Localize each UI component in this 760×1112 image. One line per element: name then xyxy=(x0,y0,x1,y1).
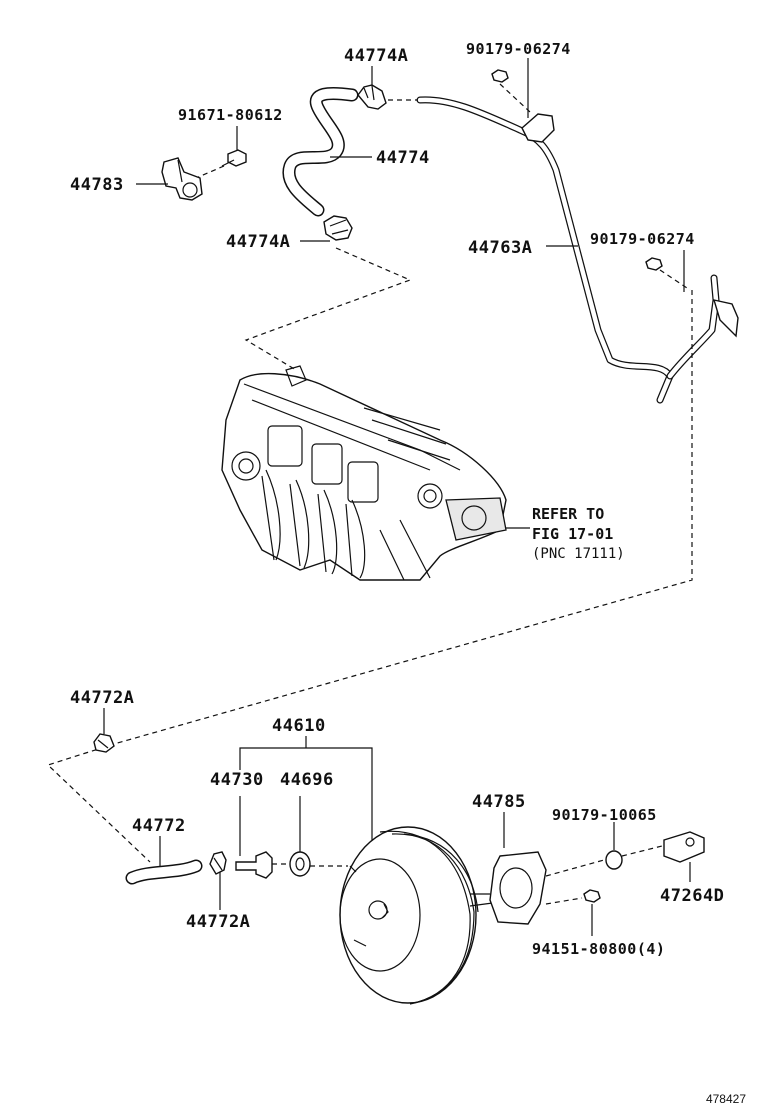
nut-booster[interactable] xyxy=(583,889,601,903)
label-clamp-mid: 44774A xyxy=(226,232,291,252)
dash-bolt-bracket xyxy=(195,165,225,179)
dash-nut-pipe xyxy=(499,83,531,113)
grommet[interactable] xyxy=(289,851,311,877)
check-valve[interactable] xyxy=(235,851,273,879)
label-clamp-left: 44772A xyxy=(70,688,135,708)
label-nut-booster: 94151-80800(4) xyxy=(532,940,666,958)
label-check-valve: 44730 xyxy=(210,770,264,790)
bracket-left[interactable] xyxy=(161,157,203,201)
label-pipe: 44763A xyxy=(468,238,533,258)
figure-number: 478427 xyxy=(705,1092,746,1106)
label-nut-top-right: 90179-06274 xyxy=(466,40,571,58)
reference-line3: (PNC 17111) xyxy=(532,546,625,562)
hose-clamp-left[interactable] xyxy=(93,733,115,753)
dash-pipe-booster xyxy=(46,290,693,863)
hose-clamp-bottom[interactable] xyxy=(209,851,227,875)
brake-booster[interactable] xyxy=(339,826,501,1005)
label-hose-bottom: 44772 xyxy=(132,816,186,836)
vacuum-pipe[interactable] xyxy=(416,96,739,404)
leader-booster-assy xyxy=(239,747,373,840)
reference-line2: FIG 17-01 xyxy=(532,525,614,543)
nut-top-right[interactable] xyxy=(491,69,509,83)
label-hose-top: 44774 xyxy=(376,148,430,168)
bolt-top[interactable] xyxy=(221,149,247,167)
dash-gasket-nut xyxy=(545,859,605,877)
booster-gasket[interactable] xyxy=(489,851,547,925)
dash-hose-manifold xyxy=(244,247,412,371)
label-nut-clevis: 90179-10065 xyxy=(552,806,657,824)
dash-nut-clevis xyxy=(621,845,663,857)
label-grommet: 44696 xyxy=(280,770,334,790)
hose-clamp-top[interactable] xyxy=(357,84,387,110)
dash-gasket-boosternut xyxy=(545,897,583,905)
push-rod-clevis[interactable] xyxy=(663,831,705,863)
label-clamp-top: 44774A xyxy=(344,46,409,66)
nut-clevis[interactable] xyxy=(605,850,623,870)
reference-line1: REFER TO xyxy=(532,505,605,523)
vacuum-hose-lower[interactable] xyxy=(125,859,203,885)
label-bracket-left: 44783 xyxy=(70,175,124,195)
label-booster-assy: 44610 xyxy=(272,716,326,736)
label-gasket: 44785 xyxy=(472,792,526,812)
label-bolt-top: 91671-80612 xyxy=(178,106,283,124)
label-clevis: 47264D xyxy=(660,886,725,906)
vacuum-hose-upper[interactable] xyxy=(282,87,359,217)
label-clamp-bottom: 44772A xyxy=(186,912,251,932)
dash-nut-mid xyxy=(659,269,691,291)
nut-mid-right[interactable] xyxy=(645,257,663,271)
intake-manifold xyxy=(221,365,507,581)
label-nut-mid-right: 90179-06274 xyxy=(590,230,695,248)
hose-clamp-mid[interactable] xyxy=(323,215,353,241)
